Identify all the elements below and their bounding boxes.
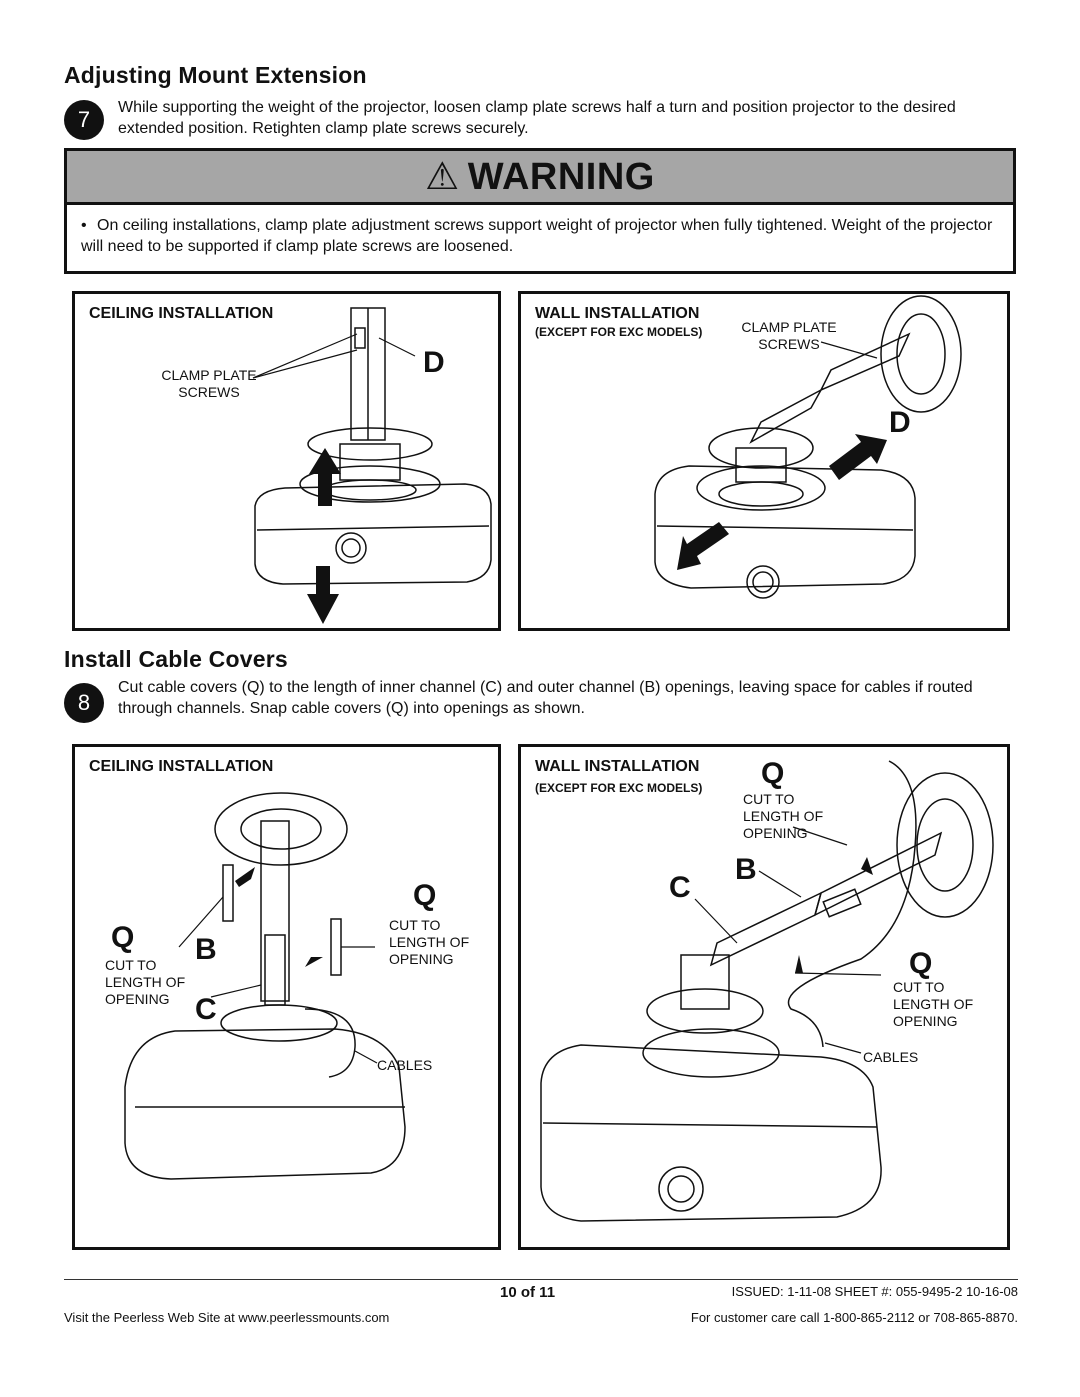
callout-q-top: Q [761, 757, 785, 790]
ceiling-adjust-illustration [252, 307, 492, 624]
warning-text-block: •On ceiling installations, clamp plate a… [81, 215, 1001, 257]
warning-message: On ceiling installations, clamp plate ad… [81, 217, 993, 255]
warning-band: ⚠WARNING [67, 151, 1013, 205]
callout-q-left: Q [111, 921, 135, 954]
website-line: Visit the Peerless Web Site at www.peerl… [64, 1310, 390, 1325]
section-heading-cable-covers: Install Cable Covers [64, 646, 288, 672]
figure-wall-adjust: WALL INSTALLATION (EXCEPT FOR EXC MODELS… [518, 291, 1010, 631]
warning-box: ⚠WARNING •On ceiling installations, clam… [64, 148, 1016, 274]
callout-q-right-wall: Q [909, 947, 933, 980]
customer-care-line: For customer care call 1-800-865-2112 or… [690, 1310, 1018, 1325]
warning-title: WARNING [467, 156, 655, 198]
section-heading-adjusting: Adjusting Mount Extension [64, 62, 367, 88]
wall-installation-subtitle-2: (EXCEPT FOR EXC MODELS) [535, 781, 703, 795]
footer-rule [64, 1279, 1018, 1280]
step-badge-8: 8 [64, 683, 104, 723]
step-7-text: While supporting the weight of the proje… [118, 99, 956, 137]
ceiling-installation-title-2: CEILING INSTALLATION [89, 758, 274, 775]
wall-installation-subtitle: (EXCEPT FOR EXC MODELS) [535, 325, 703, 339]
step-badge-7: 7 [64, 100, 104, 140]
step-8-text: Cut cable covers (Q) to the length of in… [118, 679, 973, 717]
callout-c: C [195, 993, 217, 1026]
ceiling-installation-title: CEILING INSTALLATION [89, 305, 274, 322]
figure-wall-cables: WALL INSTALLATION (EXCEPT FOR EXC MODELS… [518, 744, 1010, 1250]
callout-c-wall: C [669, 871, 691, 904]
cables-label: CABLES [377, 1057, 433, 1073]
wall-adjust-illustration [654, 295, 962, 599]
issued-info: ISSUED: 1-11-08 SHEET #: 055-9495-2 10-1… [731, 1284, 1018, 1299]
warning-triangle-icon: ⚠ [425, 156, 460, 198]
callout-d: D [423, 346, 445, 379]
callout-d-wall: D [889, 406, 911, 439]
wall-installation-title-2: WALL INSTALLATION [535, 758, 700, 775]
cables-label-wall: CABLES [863, 1049, 919, 1065]
wall-installation-title: WALL INSTALLATION [535, 305, 700, 322]
callout-b-wall: B [735, 853, 757, 886]
callout-b: B [195, 933, 217, 966]
ceiling-cables-illustration [124, 792, 406, 1180]
bullet-icon: • [81, 217, 87, 234]
callout-q-right: Q [413, 879, 437, 912]
wall-cables-illustration [540, 760, 994, 1222]
page-number: 10 of 11 [500, 1284, 556, 1301]
